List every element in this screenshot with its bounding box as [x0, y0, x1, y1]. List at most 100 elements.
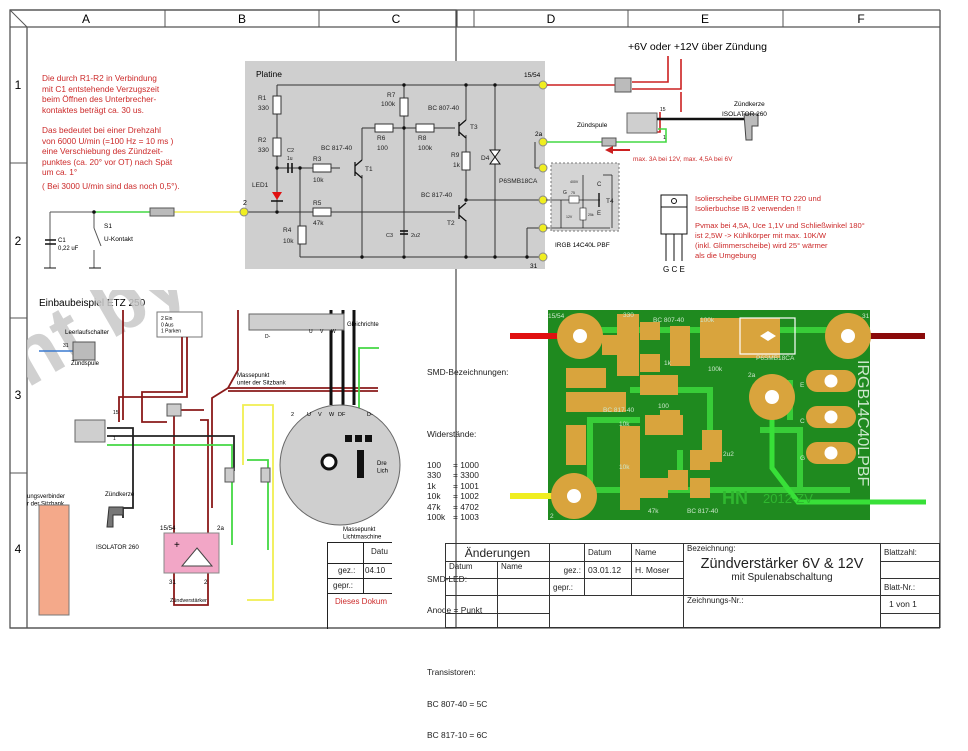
smd-resistor-value: 10k [427, 491, 441, 502]
smd-resistor-code: = 4702 [453, 501, 479, 512]
led-icon [272, 192, 282, 200]
title-block: Änderungen Datum Name Bezeichnung: Zündv… [445, 542, 940, 629]
gen-pin: V [318, 412, 322, 418]
pcb-year: 2012-ZV [763, 491, 813, 506]
t4-zener1-value: 400V [570, 180, 579, 184]
changes-date-col: Datum [445, 561, 498, 580]
smd-resistor-code: = 1002 [453, 491, 479, 502]
smd-resistor-value: 1k [427, 480, 436, 491]
supply-connector-icon [614, 77, 632, 93]
gez-label: gez.: [549, 561, 585, 580]
r4-label: R4 [283, 227, 292, 234]
install-plug-title: Zündkerze [105, 491, 135, 498]
old-tb-gepr: gepr.: [333, 581, 354, 590]
smd-resistor-code: = 1003 [453, 512, 479, 523]
leerlauf-label: Leerlaufschalter [65, 329, 109, 336]
smd-transistor-row: BC 817-10 = 6C [427, 729, 488, 740]
pcb-r10k-label: 10k [619, 421, 630, 428]
amplifier-box-icon [163, 532, 220, 574]
rectifier-u-pin: U [309, 329, 313, 335]
smd-resistor-row: 330= 3300 [427, 470, 508, 480]
changes-name-col: Name [497, 561, 550, 580]
pcb-r100-label: 100 [658, 403, 669, 410]
pcb-d4-label: P6SMB18CA [756, 355, 795, 362]
smd-resistor-row: 47k= 4702 [427, 502, 508, 512]
t2-type: BC 817-40 [421, 192, 452, 199]
install-coil-15: 15 [113, 410, 119, 416]
t4-collector-label: C [597, 182, 602, 188]
r9-label: R9 [451, 152, 460, 159]
amp-31-label: 31 [169, 579, 176, 586]
gen-pin: D- [367, 412, 373, 418]
sheet-no-label: Blatt-Nr.: [880, 578, 940, 596]
r1-label: R1 [258, 95, 267, 102]
t4-gate-label: G [563, 190, 567, 196]
terminal-1554-label: 15/54 [524, 72, 541, 79]
smd-resistor-row: 100k = 1003 [427, 512, 508, 522]
pcb-r100k-label: 100k [700, 317, 715, 324]
pcb-pin-g: G [800, 455, 805, 462]
column-label: E [701, 12, 709, 26]
gez-date: 03.01.12 [584, 561, 632, 580]
install-coil-1: 1 [113, 436, 116, 442]
smd-transistors-title: Transistoren: [427, 667, 476, 678]
column-label: F [857, 12, 864, 26]
plug-title: Zündkerze [734, 101, 765, 108]
pcb-pin-c: C [800, 418, 805, 425]
r8-label: R8 [418, 135, 427, 142]
coil-pin-15: 15 [660, 107, 666, 113]
r7-value: 100k [381, 101, 396, 108]
amp-2a-label: 2a [217, 525, 224, 532]
install-plug-name: ISOLATOR 260 [96, 544, 139, 551]
drawing-subtitle: mit Spulenabschaltung [731, 572, 833, 583]
s1-name: U-Kontakt [104, 236, 133, 243]
smd-resistor-row: 100= 1000 [427, 460, 508, 470]
smd-resistor-value: 100 [427, 460, 441, 471]
power-dissipation-note: Pvmax bei 4,5A, Uce 1,1V und Schließwink… [695, 221, 865, 260]
smd-resistor-row: 1k= 1001 [427, 481, 508, 491]
smd-resistor-value: 100k [427, 512, 446, 523]
d4-label: D4 [481, 155, 490, 162]
junction-block-icon [38, 504, 70, 616]
c2-value: 1u [287, 156, 293, 162]
r6-value: 100 [377, 145, 388, 152]
rectifier-w-pin: W [331, 329, 336, 335]
pcb-r330-label: 330 [623, 312, 634, 319]
drawing-number-label: Zeichnungs-Nr.: [683, 594, 881, 629]
pad-1554-hole [573, 329, 587, 343]
supply-label: +6V oder +12V über Zündung [628, 41, 767, 53]
datum-header: Datum [584, 542, 632, 563]
coil-connector-icon [601, 137, 617, 147]
r4-value: 10k [283, 238, 294, 245]
pcb-r1k-label: 1k [664, 360, 672, 367]
smd-resistor-code: = 3300 [453, 470, 479, 481]
gez-name: H. Moser [631, 561, 684, 580]
t1-label: T1 [365, 166, 373, 173]
drawing-title: Zündverstärker 6V & 12V [700, 556, 864, 572]
pcb-r10k-label: 10k [619, 464, 630, 471]
old-tb-gez-value: 04.10 [365, 566, 386, 575]
timing-shift-note: Das bedeutet bei einer Drehzahl von 6000… [42, 125, 174, 178]
to220-pins-label: G C E [663, 265, 685, 274]
column-label: A [82, 12, 90, 26]
d4-type: P6SMB18CA [499, 178, 538, 185]
insulation-note: Isolierscheibe GLIMMER TO 220 und Isolie… [695, 194, 821, 214]
amp-triangle-icon [180, 547, 214, 567]
c3-value: 2u2 [411, 233, 420, 239]
s1-label: S1 [104, 223, 112, 230]
gen-pin: 2 [291, 412, 294, 418]
neutral-switch-icon [72, 341, 96, 361]
terminal-31-label: 31 [530, 263, 538, 270]
install-plug-icon [106, 506, 124, 528]
t3-type: BC 807-40 [428, 105, 459, 112]
name-header: Name [631, 542, 684, 563]
install-coil-label: Zündspule [71, 361, 100, 367]
smd-resistors-title: Widerstände: [427, 428, 477, 439]
pcb-pad-1554-label: 15/54 [548, 313, 565, 320]
plug-name: ISOLATOR 260 [722, 111, 767, 118]
t4-r2-value: 25k [588, 213, 594, 217]
